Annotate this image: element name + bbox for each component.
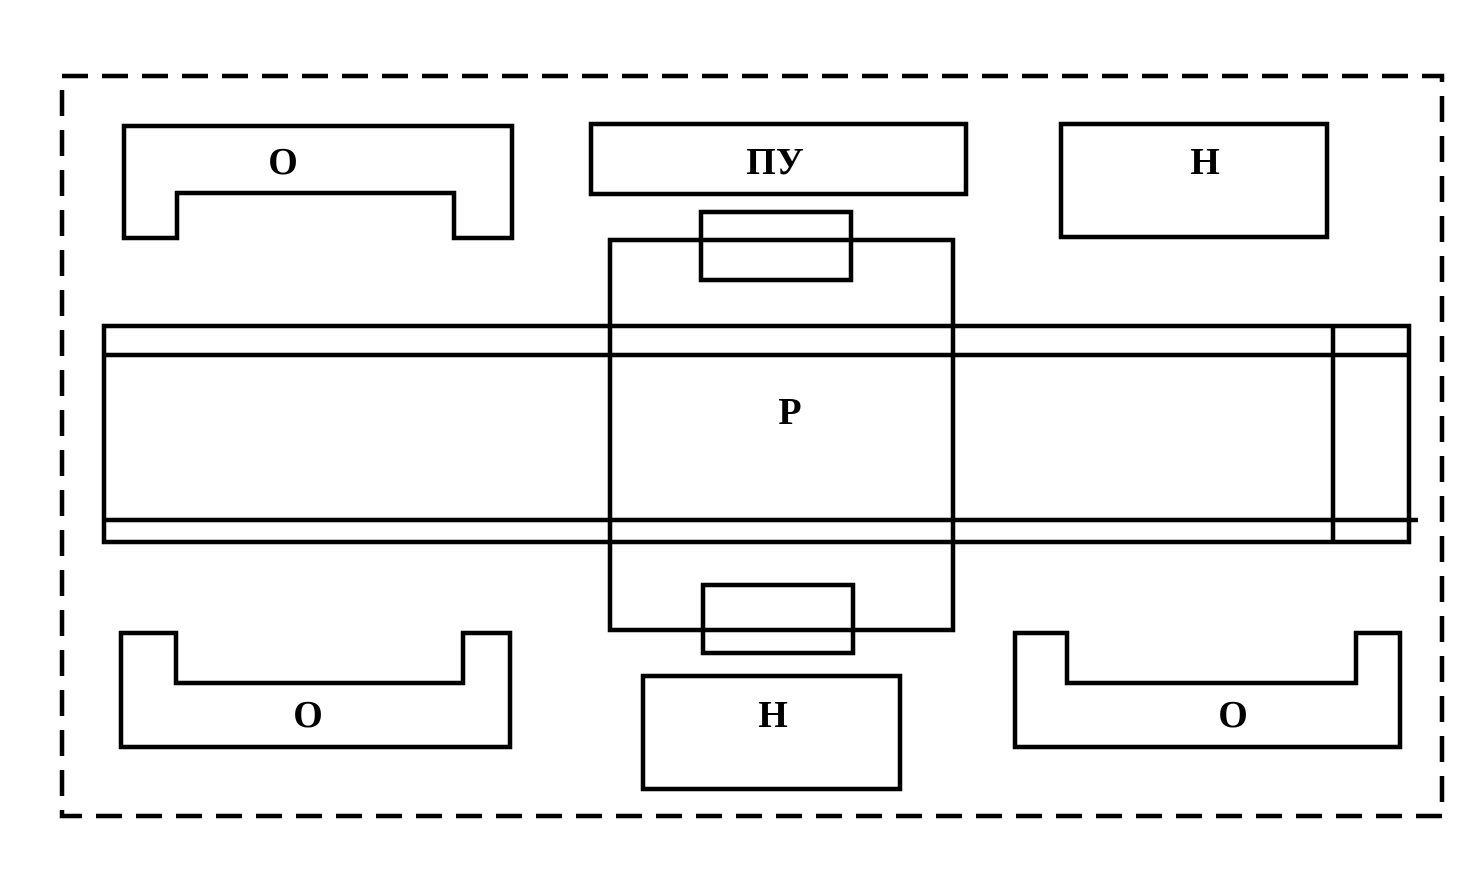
label-bottom-left: О <box>293 694 323 736</box>
label-top-right: Н <box>1190 141 1220 183</box>
label-top-center: ПУ <box>746 141 804 183</box>
label-top-left: О <box>268 141 298 183</box>
bottom-center-h-box <box>640 673 903 792</box>
central-unit-top-tab <box>698 209 854 283</box>
central-unit-bottom-tab <box>700 582 856 656</box>
central-unit-p <box>607 237 956 633</box>
dashed-boundary <box>59 73 1445 819</box>
top-center-pu-box <box>588 121 969 197</box>
label-bottom-right: О <box>1218 694 1248 736</box>
label-center: Р <box>778 391 801 433</box>
central-bar <box>101 323 1418 545</box>
top-right-h-box <box>1058 121 1330 240</box>
label-bottom-center: Н <box>758 694 788 736</box>
bottom-left-o-shape <box>118 630 513 750</box>
top-left-o-shape <box>121 123 515 241</box>
bottom-right-o-shape <box>1012 630 1403 750</box>
